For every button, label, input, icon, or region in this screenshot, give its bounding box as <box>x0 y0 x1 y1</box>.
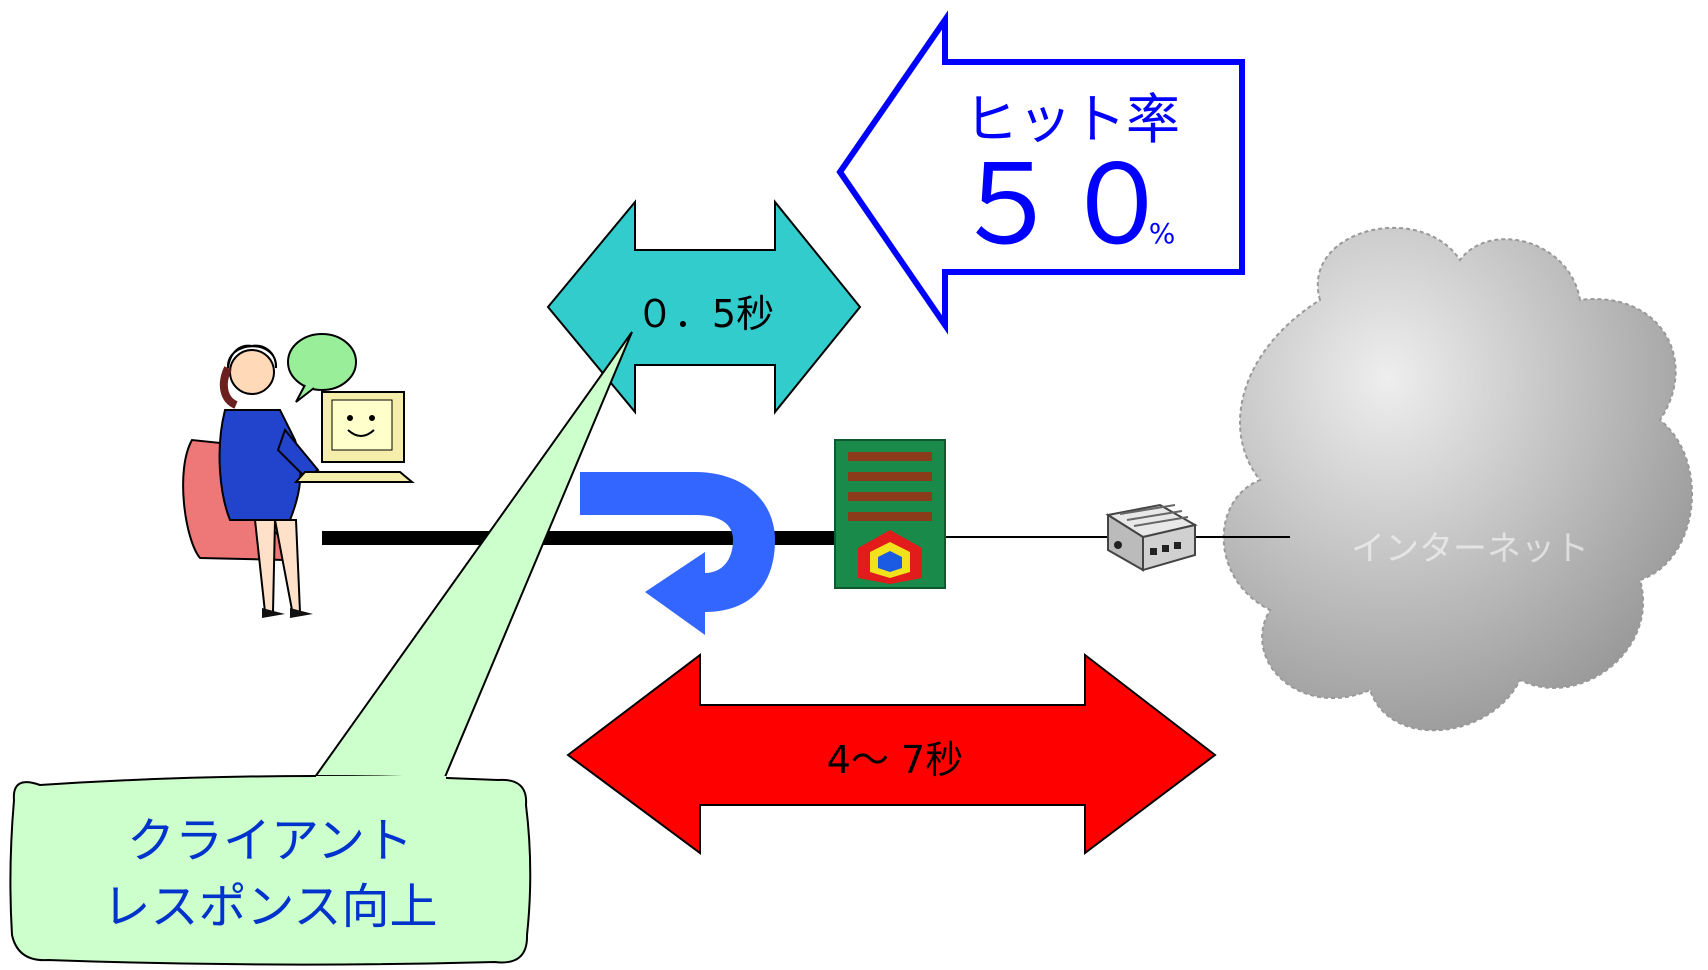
hit-rate-arrow: ヒット率 ５０ % <box>836 10 1245 335</box>
fast-response-arrow: ０．5秒 <box>546 199 862 415</box>
hit-rate-value: ５０ <box>952 141 1172 269</box>
fast-response-label: ０．5秒 <box>636 292 774 336</box>
cache-server-icon <box>834 439 946 589</box>
cache-return-arrow <box>580 472 775 635</box>
slow-response-arrow: 4～ 7秒 <box>566 652 1217 856</box>
hit-rate-label: ヒット率 <box>964 88 1180 151</box>
modem-icon <box>1105 503 1198 572</box>
callout-line-2: レスポンス向上 <box>102 879 437 935</box>
slow-response-label: 4～ 7秒 <box>827 738 963 782</box>
callout-line-1: クライアント <box>127 813 413 869</box>
client-user-icon <box>182 333 415 618</box>
client-response-callout: クライアント レスポンス向上 <box>9 775 532 966</box>
internet-label: インターネット <box>1351 529 1589 569</box>
internet-cloud: インターネット <box>1222 226 1694 732</box>
hit-rate-unit: % <box>1149 217 1176 250</box>
